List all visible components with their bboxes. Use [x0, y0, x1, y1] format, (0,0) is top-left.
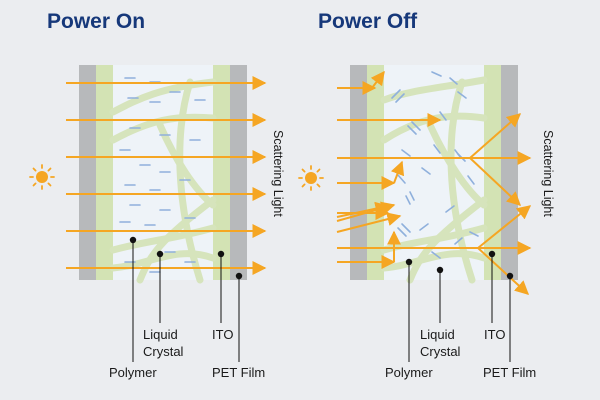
liquid-label: Liquid: [420, 327, 455, 342]
ito-label: ITO: [484, 327, 505, 342]
leader-lines-off: [405, 250, 514, 362]
scattering-light-label: Scattering Light: [541, 130, 555, 217]
power-on-title: Power On: [47, 10, 146, 33]
ito-right: [213, 65, 230, 280]
pet-film-label: PET Film: [483, 365, 536, 380]
polymer-label: Polymer: [385, 365, 433, 380]
power-on-panel: Scattering Light Liquid Crystal ITO Poly…: [29, 65, 285, 380]
leader-lines-on: [129, 236, 243, 362]
ito-label: ITO: [212, 327, 233, 342]
pet-film-left: [79, 65, 96, 280]
sun-icon: [298, 165, 324, 191]
sun-icon: [29, 164, 55, 190]
polymer-label: Polymer: [109, 365, 157, 380]
crystal-label: Crystal: [143, 344, 184, 359]
ito-left: [96, 65, 113, 280]
liquid-label: Liquid: [143, 327, 178, 342]
power-off-panel: Scattering Light Liquid Crystal ITO Poly…: [298, 65, 555, 380]
crystal-label: Crystal: [420, 344, 461, 359]
scattering-light-label: Scattering Light: [271, 130, 285, 217]
ito-right: [484, 65, 501, 280]
ito-left: [367, 65, 384, 280]
pet-film-right: [230, 65, 247, 280]
power-off-title: Power Off: [318, 10, 418, 33]
light-rays-scattered: [336, 70, 532, 295]
polymer-network: [109, 78, 217, 284]
pet-film-label: PET Film: [212, 365, 265, 380]
light-rays-straight: [66, 76, 267, 275]
